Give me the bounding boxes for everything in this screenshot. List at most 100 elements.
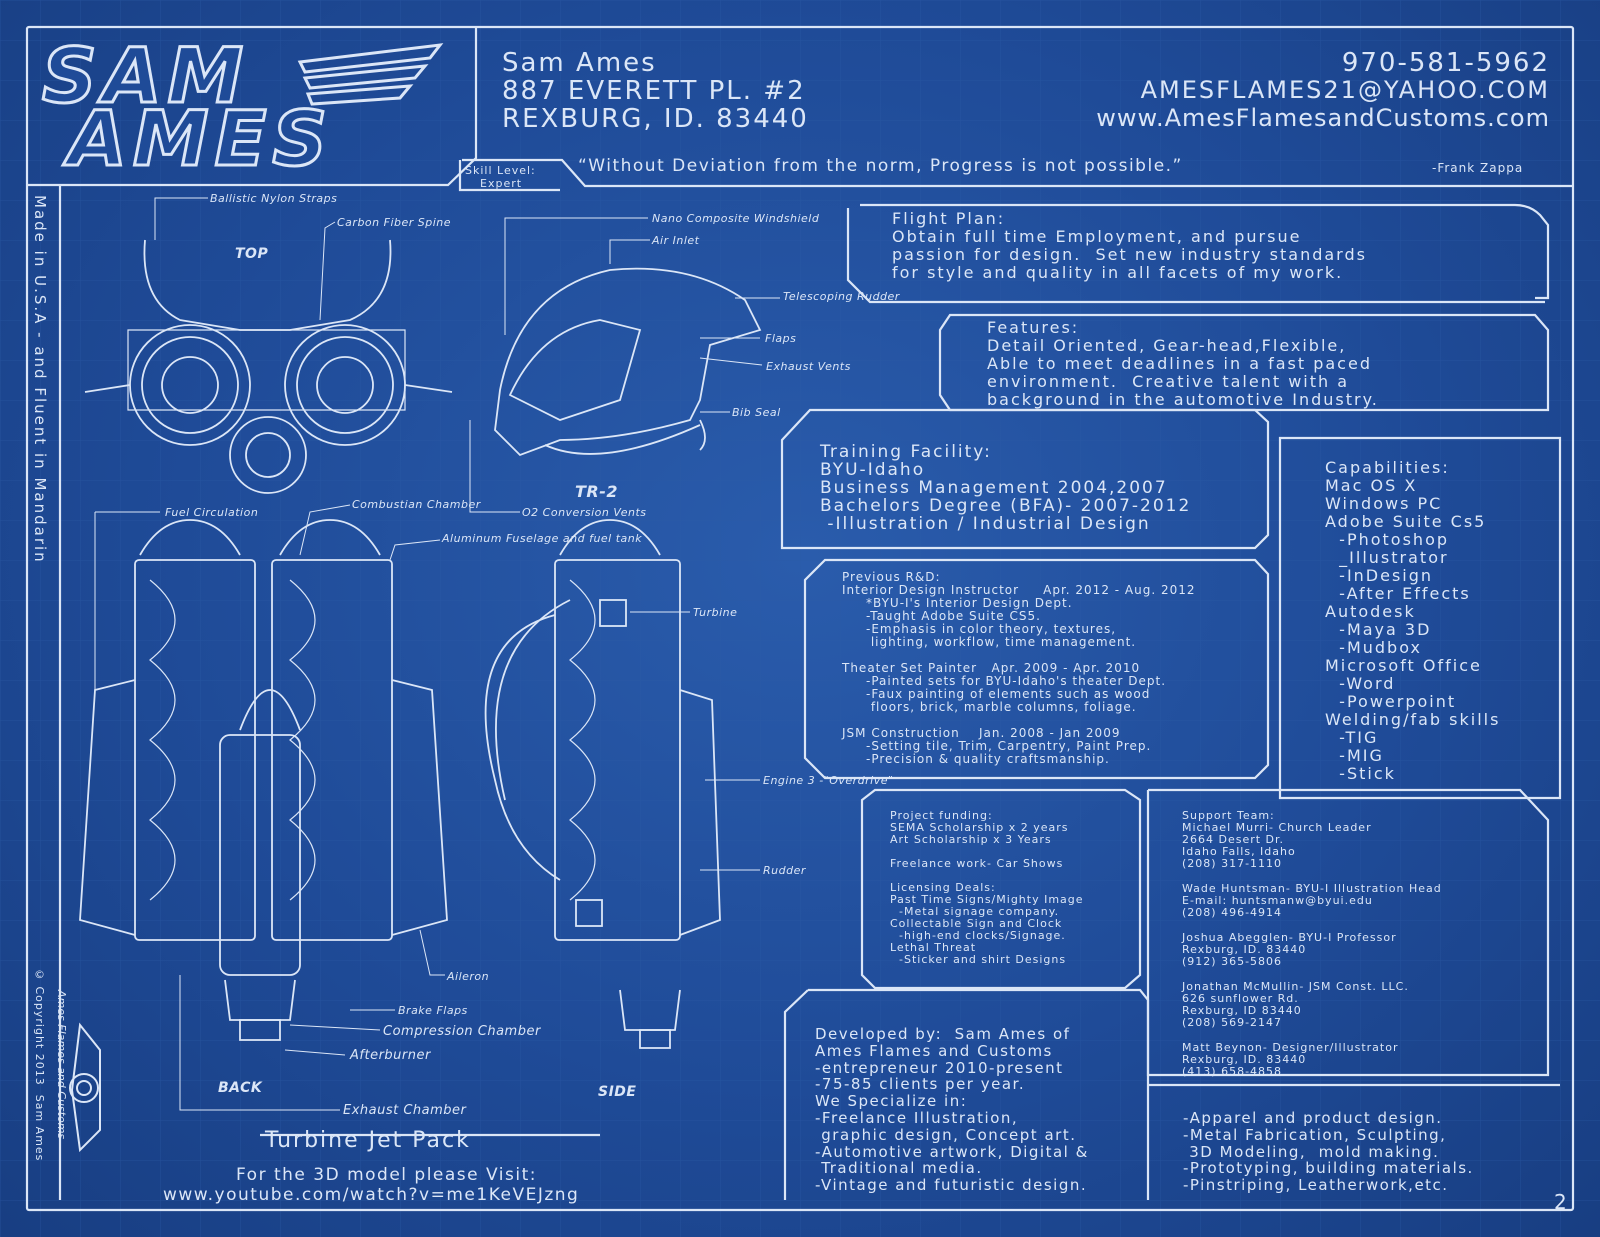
features-line-1: Detail Oriented, Gear-head,Flexible,: [987, 336, 1347, 355]
callout-bib-seal: Bib Seal: [732, 406, 781, 419]
support-line: (413) 658-4858: [1182, 1065, 1283, 1078]
emblem-text: Ames Flames and Customs: [55, 989, 68, 1139]
top-view: [84, 239, 453, 494]
callout-exhaust-chamber: Exhaust Chamber: [343, 1103, 468, 1118]
features-line-4: background in the automotive Industry.: [987, 390, 1379, 409]
capability-item: Microsoft Office: [1325, 656, 1482, 675]
skill-level-label: Skill Level:: [465, 164, 536, 177]
flight-plan-title: Flight Plan:: [892, 209, 1006, 228]
callout-telescoping-rudder: Telescoping Rudder: [783, 290, 901, 303]
support-line: Rexburg, ID. 83440: [1182, 943, 1307, 956]
support-line: Wade Huntsman- BYU-I Illustration Head: [1182, 882, 1442, 895]
jetpack-url[interactable]: www.youtube.com/watch?v=me1KeVEJzng: [163, 1185, 580, 1205]
support-line: Jonathan McMullin- JSM Const. LLC.: [1182, 980, 1409, 993]
developed-line: Traditional media.: [815, 1159, 983, 1178]
developed-line: -Freelance Illustration,: [815, 1108, 1019, 1127]
training-line-3: Bachelors Degree (BFA)- 2007-2012: [820, 496, 1192, 516]
funding-line: Licensing Deals:: [890, 881, 996, 894]
funding-line: -Sticker and shirt Designs: [890, 953, 1067, 966]
label-tr2: TR-2: [575, 482, 618, 501]
funding-line: Art Scholarship x 3 Years: [890, 833, 1052, 846]
capability-item: -TIG: [1325, 728, 1379, 747]
previous-job-header: Theater Set Painter Apr. 2009 - Apr. 201…: [842, 661, 1141, 675]
contact-address-1: 887 EVERETT PL. #2: [502, 76, 806, 106]
developed-line: -Automotive artwork, Digital &: [815, 1142, 1089, 1161]
previous-job-header: JSM Construction Jan. 2008 - Jan 2009: [842, 726, 1121, 740]
flight-plan-line-3: for style and quality in all facets of m…: [892, 263, 1344, 282]
capability-item: Windows PC: [1325, 494, 1443, 513]
callout-fuel-circulation: Fuel Circulation: [165, 506, 258, 519]
developed-right-line: 3D Modeling, mold making.: [1183, 1142, 1440, 1161]
funding-line: Past Time Signs/Mighty Image: [890, 893, 1084, 906]
contact-website[interactable]: www.AmesFlamesandCustoms.com: [1096, 104, 1550, 132]
contact-address-2: REXBURG, ID. 83440: [502, 104, 809, 134]
previous-job-line: lighting, workflow, time management.: [866, 635, 1137, 649]
callout-combustion: Combustian Chamber: [352, 498, 482, 511]
developed-line: We Specialize in:: [815, 1092, 968, 1111]
capability-item: -Maya 3D: [1325, 620, 1432, 639]
callout-flaps: Flaps: [765, 332, 796, 345]
support-section: Support Team: Michael Murri- Church Lead…: [1182, 810, 1442, 1078]
contact-email[interactable]: AMESFLAMES21@YAHOO.COM: [1140, 76, 1550, 104]
callout-aileron: Aileron: [446, 970, 489, 983]
label-side-view: SIDE: [598, 1084, 636, 1100]
funding-line: SEMA Scholarship x 2 years: [890, 821, 1069, 834]
developed-line: graphic design, Concept art.: [815, 1125, 1077, 1144]
funding-section: Project funding: SEMA Scholarship x 2 ye…: [890, 810, 1084, 966]
developed-right-line: -Metal Fabrication, Sculpting,: [1183, 1125, 1447, 1144]
funding-line: -Metal signage company.: [890, 905, 1060, 918]
previous-job-line: floors, brick, marble columns, foliage.: [866, 700, 1137, 714]
quote-author: -Frank Zappa: [1432, 161, 1524, 175]
callout-o2: O2 Conversion Vents: [522, 506, 646, 519]
callout-afterburner: Afterburner: [349, 1048, 432, 1063]
previous-job-line: -Painted sets for BYU-Idaho's theater De…: [866, 674, 1167, 688]
funding-line: Collectable Sign and Clock: [890, 917, 1063, 930]
flight-plan-line-1: Obtain full time Employment, and pursue: [892, 227, 1302, 246]
developed-line: Ames Flames and Customs: [815, 1041, 1053, 1060]
logo-line-2: AMES: [63, 94, 333, 183]
callout-exhaust-vents: Exhaust Vents: [766, 360, 851, 373]
logo-line-1: SAM: [42, 31, 249, 120]
support-line[interactable]: E-mail: huntsmanw@byui.edu: [1182, 894, 1373, 907]
previous-job-line: *BYU-I's Interior Design Dept.: [866, 596, 1073, 610]
funding-line: Project funding:: [890, 809, 993, 822]
developed-line: -entrepreneur 2010-present: [815, 1058, 1064, 1077]
side-view: [484, 519, 721, 1049]
developed-line: -75-85 clients per year.: [815, 1075, 1026, 1094]
support-line: (208) 496-4914: [1182, 906, 1283, 919]
capability-item: Autodesk: [1325, 602, 1416, 621]
jetpack-title: Turbine Jet Pack: [265, 1128, 471, 1153]
capability-item: Welding/fab skills: [1325, 710, 1501, 729]
callout-engine3: Engine 3 -"Overdrive": [763, 774, 894, 787]
funding-line: -high-end clocks/Signage.: [890, 929, 1066, 942]
capability-item: -Word: [1325, 674, 1396, 693]
developed-section: Developed by: Sam Ames of Ames Flames an…: [815, 1027, 1089, 1195]
previous-job-line: -Setting tile, Trim, Carpentry, Paint Pr…: [866, 739, 1152, 753]
capability-item: -Powerpoint: [1325, 692, 1457, 711]
previous-job-header: Interior Design Instructor Apr. 2012 - A…: [842, 583, 1196, 597]
capability-item: -After Effects: [1325, 584, 1471, 603]
leader-lines: [94, 197, 780, 1111]
contact-phone[interactable]: 970-581-5962: [1341, 48, 1550, 78]
support-line: Idaho Falls, Idaho: [1182, 845, 1296, 858]
features-title: Features:: [987, 318, 1080, 337]
capability-item: -Mudbox: [1325, 638, 1422, 657]
features-line-3: environment. Creative talent with a: [987, 372, 1350, 391]
training-line-2: Business Management 2004,2007: [820, 478, 1168, 498]
page-number: 2: [1554, 1190, 1568, 1214]
quote-text: “Without Deviation from the norm, Progre…: [578, 156, 1183, 176]
developed-line: -Vintage and futuristic design.: [815, 1176, 1088, 1195]
capability-item: Adobe Suite Cs5: [1325, 512, 1487, 531]
label-top-view: TOP: [235, 246, 268, 262]
funding-line: Lethal Threat: [890, 941, 977, 954]
capability-item: Mac OS X: [1325, 476, 1418, 495]
support-line: (208) 317-1110: [1182, 857, 1283, 870]
copyright-text: © Copyright 2013 Sam Ames: [33, 968, 46, 1162]
features-line-2: Able to meet deadlines in a fast paced: [987, 354, 1372, 373]
support-line: Matt Beynon- Designer/Illustrator: [1182, 1041, 1399, 1054]
developed-line: Developed by: Sam Ames of: [815, 1025, 1071, 1043]
side-text: Made in U.S.A - and Fluent in Mandarin: [31, 195, 49, 564]
